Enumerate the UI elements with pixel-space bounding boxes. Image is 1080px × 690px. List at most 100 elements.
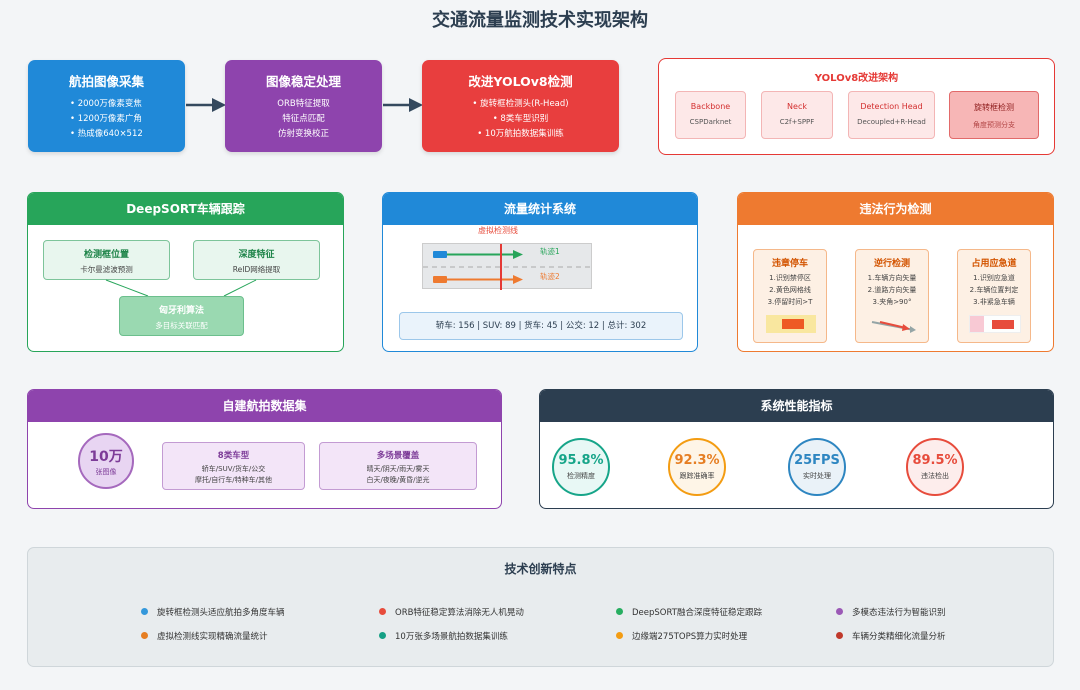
violation-panel: 违法行为检测 违章停车 1.识别禁停区 2.黄色网格线 3.停留时间>T 逆行检… xyxy=(737,192,1054,352)
feature-item: 边缘端275TOPS算力实时处理 xyxy=(616,630,747,642)
violation-line: 1.识别禁停区 xyxy=(769,274,811,282)
feature-item: DeepSORT融合深度特征稳定跟踪 xyxy=(616,606,762,618)
road-diagram xyxy=(423,244,593,290)
deepsort-title: DeepSORT车辆跟踪 xyxy=(28,193,343,225)
dataset-vehicle-classes: 8类车型 轿车/SUV/货车/公交 摩托/自行车/特种车/其他 xyxy=(162,442,305,490)
card-line: 轿车/SUV/货车/公交 xyxy=(201,465,266,473)
metric-label: 检测精度 xyxy=(567,472,595,480)
yolo-component-neck: Neck C2f+SPPF xyxy=(761,91,833,139)
stage-item: • 旋转框检测头(R-Head) xyxy=(472,99,569,109)
component-name: Backbone xyxy=(690,102,731,111)
metric-value: 92.3% xyxy=(674,453,720,468)
card-title: 8类车型 xyxy=(217,451,250,461)
stage-item: • 10万航拍数据集训练 xyxy=(477,129,564,139)
card-title: 多场景覆盖 xyxy=(376,451,420,461)
dataset-scene-coverage: 多场景覆盖 晴天/阴天/雨天/雾天 白天/夜晚/黄昏/逆光 xyxy=(319,442,477,490)
deepsort-panel: DeepSORT车辆跟踪 检测框位置 卡尔曼滤波预测 深度特征 ReID网络提取… xyxy=(27,192,344,352)
dataset-count-label: 张图像 xyxy=(95,468,117,476)
dataset-count-value: 10万 xyxy=(89,449,123,465)
metric-tracking-accuracy: 92.3% 跟踪准确率 xyxy=(668,438,726,496)
violation-line: 3.停留时间>T xyxy=(767,298,813,306)
bullet-icon xyxy=(141,608,148,615)
metrics-title: 系统性能指标 xyxy=(540,390,1053,422)
stage-item: • 1200万像素广角 xyxy=(70,114,142,124)
features-title: 技术创新特点 xyxy=(504,562,577,576)
violation-line: 2.道路方向矢量 xyxy=(867,286,917,294)
metric-value: 25FPS xyxy=(794,453,840,468)
stage-title: 航拍图像采集 xyxy=(68,74,144,89)
violation-emergency-lane: 占用应急道 1.识别应急道 2.车辆位置判定 3.非紧急车辆 xyxy=(957,249,1031,343)
arrow-right-icon xyxy=(383,98,423,112)
page-title: 交通流量监测技术实现架构 xyxy=(432,10,648,31)
features-panel: 技术创新特点 旋转框检测头适应航拍多角度车辆 ORB特征稳定算法消除无人机晃动 … xyxy=(27,547,1054,667)
box-desc: 卡尔曼滤波预测 xyxy=(80,265,133,274)
yolo-architecture-title: YOLOv8改进架构 xyxy=(814,73,899,84)
bullet-icon xyxy=(836,608,843,615)
card-line: 晴天/阴天/雨天/雾天 xyxy=(366,465,430,473)
deepsort-deep-feature: 深度特征 ReID网络提取 xyxy=(193,240,320,280)
stage-aerial-capture: 航拍图像采集 • 2000万像素变焦 • 1200万像素广角 • 热成像640×… xyxy=(28,60,185,152)
yolo-component-detection-head: Detection Head Decoupled+R-Head xyxy=(848,91,935,139)
box-title: 深度特征 xyxy=(238,250,275,260)
metric-label: 违法检出 xyxy=(921,472,949,480)
deepsort-hungarian: 匈牙利算法 多目标关联匹配 xyxy=(119,296,244,336)
track2-label: 轨迹2 xyxy=(540,272,560,281)
yellow-grid-zone xyxy=(766,315,816,333)
violation-item-title: 占用应急道 xyxy=(971,259,1017,269)
feature-item: 旋转框检测头适应航拍多角度车辆 xyxy=(141,606,285,618)
yolo-component-rotated-box: 旋转框检测 角度预测分支 xyxy=(949,91,1039,139)
stage-yolo-detection: 改进YOLOv8检测 • 旋转框检测头(R-Head) • 8类车型识别 • 1… xyxy=(422,60,619,152)
box-desc: ReID网络提取 xyxy=(232,265,281,274)
arrow-right-icon xyxy=(186,98,226,112)
flow-stats-panel: 流量统计系统 虚拟检测线 轨迹1 轨迹2 轿车: 156 | SUV: 89 |… xyxy=(382,192,698,352)
emergency-lane-strip xyxy=(970,316,984,332)
metrics-panel: 系统性能指标 95.8% 检测精度 92.3% 跟踪准确率 25FPS 实时处理… xyxy=(539,389,1054,509)
component-desc: 角度预测分支 xyxy=(973,121,1015,129)
feature-item: 10万张多场景航拍数据集训练 xyxy=(379,630,508,642)
stage-title: 改进YOLOv8检测 xyxy=(468,74,573,89)
violation-line: 1.车辆方向矢量 xyxy=(867,274,917,282)
feature-item: 虚拟检测线实现精确流量统计 xyxy=(141,630,268,642)
component-desc: Decoupled+R-Head xyxy=(857,118,926,126)
metric-label: 实时处理 xyxy=(803,472,831,480)
bullet-icon xyxy=(616,632,623,639)
dataset-panel: 自建航拍数据集 10万 张图像 8类车型 轿车/SUV/货车/公交 摩托/自行车… xyxy=(27,389,502,509)
dataset-title: 自建航拍数据集 xyxy=(28,390,501,422)
merge-lines xyxy=(105,279,257,297)
metric-label: 跟踪准确率 xyxy=(679,472,715,480)
violation-line: 3.非紧急车辆 xyxy=(973,298,1015,306)
card-line: 摩托/自行车/特种车/其他 xyxy=(194,476,273,484)
component-name: 旋转框检测 xyxy=(974,103,1014,112)
box-desc: 多目标关联匹配 xyxy=(155,321,208,330)
stage-item: 特征点匹配 xyxy=(282,114,325,124)
feature-item: 车辆分类精细化流量分析 xyxy=(836,630,946,642)
stage-item: • 8类车型识别 xyxy=(492,114,549,124)
violation-illegal-parking: 违章停车 1.识别禁停区 2.黄色网格线 3.停留时间>T xyxy=(753,249,827,343)
flow-stats-summary: 轿车: 156 | SUV: 89 | 货车: 45 | 公交: 12 | 总计… xyxy=(399,312,683,340)
yolo-component-backbone: Backbone CSPDarknet xyxy=(675,91,746,139)
road-area xyxy=(422,243,593,290)
violation-line: 2.黄色网格线 xyxy=(769,286,811,294)
metric-detection-accuracy: 95.8% 检测精度 xyxy=(552,438,610,496)
violation-wrong-way: 逆行检测 1.车辆方向矢量 2.道路方向矢量 3.夹角>90° xyxy=(855,249,929,343)
parked-car xyxy=(782,319,804,329)
metric-value: 95.8% xyxy=(558,453,604,468)
box-title: 匈牙利算法 xyxy=(158,306,204,316)
direction-vector-icon xyxy=(871,321,916,333)
bullet-icon xyxy=(616,608,623,615)
violation-line: 1.识别应急道 xyxy=(973,274,1015,282)
metric-value: 89.5% xyxy=(912,453,958,468)
component-name: Detection Head xyxy=(860,102,923,111)
occupying-car xyxy=(992,320,1014,329)
component-desc: CSPDarknet xyxy=(689,118,732,126)
bullet-icon xyxy=(141,632,148,639)
violation-line: 2.车辆位置判定 xyxy=(969,286,1019,294)
component-desc: C2f+SPPF xyxy=(779,118,815,126)
violation-title: 违法行为检测 xyxy=(738,193,1053,225)
stage-image-stabilization: 图像稳定处理 ORB特征提取 特征点匹配 仿射变换校正 xyxy=(225,60,382,152)
yolo-architecture-box: YOLOv8改进架构 Backbone CSPDarknet Neck C2f+… xyxy=(658,58,1055,155)
box-title: 检测框位置 xyxy=(83,250,129,260)
bullet-icon xyxy=(836,632,843,639)
violation-line: 3.夹角>90° xyxy=(872,298,912,306)
card-line: 白天/夜晚/黄昏/逆光 xyxy=(366,476,430,484)
